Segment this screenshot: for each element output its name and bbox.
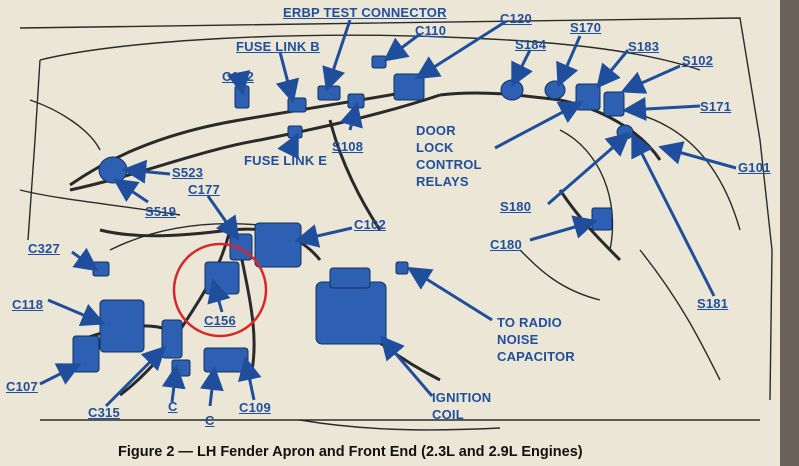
label-s171: S171 bbox=[700, 99, 732, 114]
connector-c120 bbox=[393, 73, 425, 101]
label-door-lock-control-relays: DOOR LOCK CONTROL RELAYS bbox=[416, 123, 482, 189]
connector-c315 bbox=[161, 319, 183, 359]
connector-c107 bbox=[72, 335, 100, 373]
label-g101: G101 bbox=[738, 160, 771, 175]
door-lock-relay-2 bbox=[603, 91, 625, 117]
connector-c110 bbox=[371, 55, 387, 69]
label-c177: C177 bbox=[188, 182, 220, 197]
label-c-left: C bbox=[168, 399, 178, 414]
label-s170: S170 bbox=[570, 20, 602, 35]
splice-s523 bbox=[98, 156, 128, 184]
label-s102: S102 bbox=[682, 53, 714, 68]
label-s523: S523 bbox=[172, 165, 204, 180]
splice-s170 bbox=[544, 80, 566, 100]
connectors bbox=[72, 55, 634, 377]
label-c180: C180 bbox=[490, 237, 522, 252]
connector-c156 bbox=[204, 261, 240, 295]
label-s180: S180 bbox=[500, 199, 532, 214]
label-c327: C327 bbox=[28, 241, 60, 256]
label-c118: C118 bbox=[12, 297, 44, 312]
label-s184: S184 bbox=[515, 37, 547, 52]
figure-caption: Figure 2 — LH Fender Apron and Front End… bbox=[118, 444, 583, 460]
splice-s184 bbox=[500, 79, 524, 101]
label-c-right: C bbox=[205, 413, 215, 428]
label-fuse-link-b: FUSE LINK B bbox=[236, 39, 320, 54]
ignition-coil bbox=[315, 281, 387, 345]
label-c107: C107 bbox=[6, 379, 38, 394]
label-s108: S108 bbox=[332, 139, 364, 154]
body-outline bbox=[19, 17, 773, 431]
label-c182: C182 bbox=[222, 69, 254, 84]
highlight-circle bbox=[172, 242, 268, 338]
connector-c327 bbox=[92, 261, 110, 277]
label-s519: S519 bbox=[145, 204, 177, 219]
door-lock-relay-1 bbox=[575, 83, 601, 111]
connector-fuse-link-b bbox=[287, 97, 307, 113]
label-s181: S181 bbox=[697, 296, 729, 311]
connector-fuse-link-e bbox=[287, 125, 303, 139]
label-c120: C120 bbox=[500, 11, 532, 26]
label-s183: S183 bbox=[628, 39, 660, 54]
label-erbp-test-connector: ERBP TEST CONNECTOR bbox=[283, 5, 447, 20]
connector-c102 bbox=[254, 222, 302, 268]
label-c109: C109 bbox=[239, 400, 271, 415]
connector-c109 bbox=[203, 347, 249, 373]
label-ignition-coil: IGNITION COIL bbox=[432, 390, 492, 422]
label-c102: C102 bbox=[354, 217, 386, 232]
label-c156: C156 bbox=[204, 313, 236, 328]
connector-c118 bbox=[99, 299, 145, 353]
label-radio-noise-capacitor: TO RADIO NOISE CAPACITOR bbox=[497, 315, 575, 364]
radio-noise-capacitor bbox=[395, 261, 409, 275]
leader-arrows bbox=[39, 19, 737, 408]
label-c110: C110 bbox=[415, 23, 447, 38]
connector-c180 bbox=[591, 207, 613, 231]
label-fuse-link-e: FUSE LINK E bbox=[244, 153, 328, 168]
label-c315: C315 bbox=[88, 405, 120, 420]
